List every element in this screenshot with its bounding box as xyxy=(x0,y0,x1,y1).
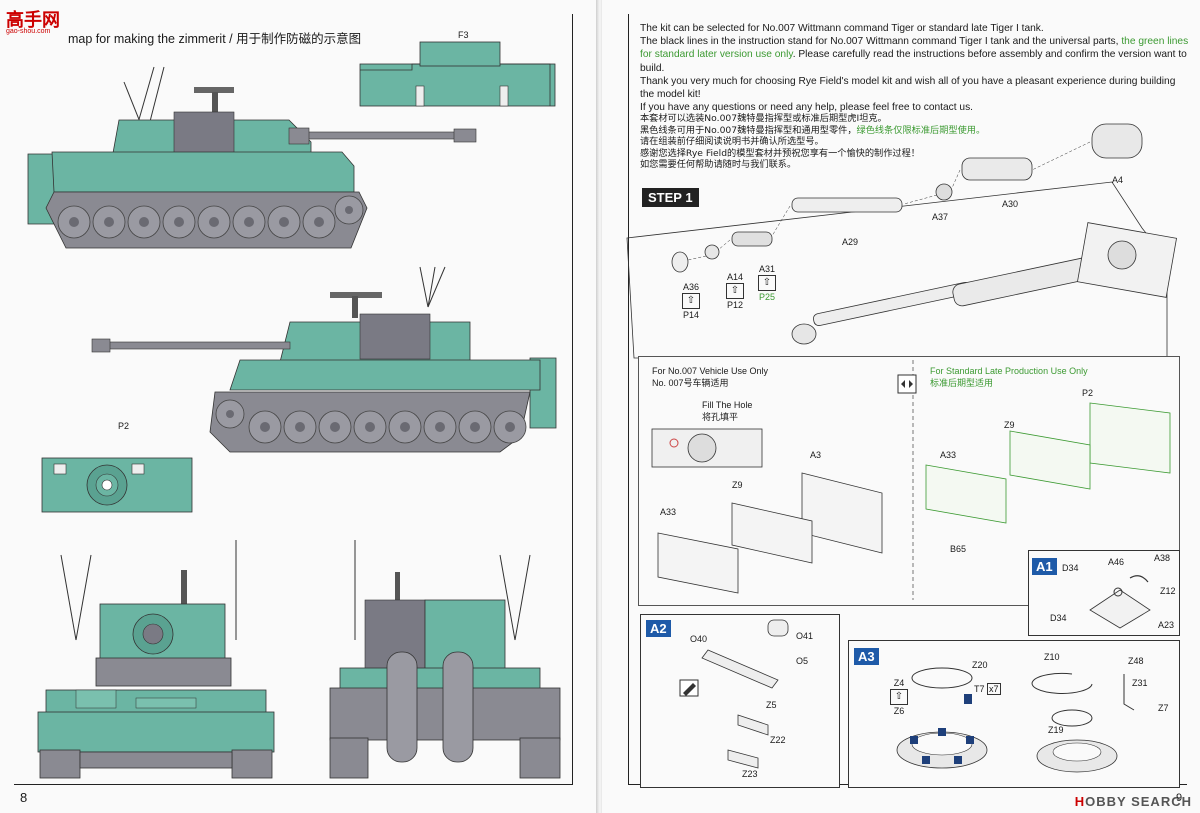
intro-line-2: The black lines in the instruction stand… xyxy=(640,36,1189,74)
label-a3-z31: Z31 xyxy=(1132,678,1148,688)
variant-divider xyxy=(912,360,914,600)
intro-cn-4: 感谢您选择Rye Field的模型套材并预祝您享有一个愉快的制作过程！ xyxy=(640,147,920,159)
part-f3-illustration xyxy=(359,41,556,107)
left-page: 高手网 gao-shou.com map for making the zimm… xyxy=(0,0,598,813)
intro-cn-2: 黑色线条可用于No.007魏特曼指挥型和通用型零件，绿色线条仅限标准后期型使用。 xyxy=(640,124,986,136)
tank-side-view-left xyxy=(91,266,557,453)
intro-cn-3: 请在组装前仔细阅读说明书并确认所选型号。 xyxy=(640,136,824,148)
label-a2-o5: O5 xyxy=(796,656,809,666)
label-a3-t7: T7 x7 xyxy=(974,683,1001,695)
badge-a2: A2 xyxy=(646,620,671,637)
badge-a1: A1 xyxy=(1032,558,1057,575)
step-label: STEP 1 xyxy=(642,188,699,207)
right-page: The kit can be selected for No.007 Wittm… xyxy=(602,0,1200,813)
label-a3-z19: Z19 xyxy=(1048,725,1064,735)
book-gutter xyxy=(596,0,604,813)
label-007-a33: A33 xyxy=(660,507,677,517)
tank-front-view xyxy=(37,540,275,779)
intro-cn-1: 本套材可以选装No.007魏特曼指挥型或标准后期型虎I坦克。 xyxy=(640,113,887,124)
label-a2-o41: O41 xyxy=(796,631,814,641)
label-a2-z23: Z23 xyxy=(742,769,758,779)
label-007-z9: Z9 xyxy=(732,480,743,490)
gun-barrel-diagram xyxy=(626,123,1177,369)
label-a1-d34b: D34 xyxy=(1050,613,1067,623)
a2-parts xyxy=(679,619,789,769)
tank-side-view-right xyxy=(27,66,477,249)
hobby-search-watermark: HOBBY SEARCH xyxy=(1074,794,1192,809)
label-a30: A30 xyxy=(1002,199,1019,209)
label-a37: A37 xyxy=(932,212,949,222)
page-title: map for making the zimmerit / 用于制作防磁的示意图 xyxy=(68,32,362,46)
a3-parts xyxy=(896,667,1135,773)
label-std-p2: P2 xyxy=(1082,388,1094,398)
label-a2-z22: Z22 xyxy=(770,735,786,745)
label-a29: A29 xyxy=(842,237,859,247)
intro-line-1: The kit can be selected for No.007 Wittm… xyxy=(640,23,1044,34)
label-std-z9: Z9 xyxy=(1004,420,1015,430)
label-a1-d34: D34 xyxy=(1062,563,1079,573)
label-a2-z5: Z5 xyxy=(766,700,777,710)
standard-late-parts xyxy=(925,402,1171,524)
label-a4: A4 xyxy=(1112,175,1124,185)
a1-parts xyxy=(1089,575,1151,629)
label-a3-z20: Z20 xyxy=(972,660,988,670)
swap-arrow-icon xyxy=(897,374,917,394)
label-a1-a23: A23 xyxy=(1158,620,1175,630)
ref-a36: A36⇧P14 xyxy=(682,282,700,320)
part-p2-illustration xyxy=(41,457,193,513)
label-a1-a38: A38 xyxy=(1154,553,1171,563)
subassembly-a3 xyxy=(848,640,1180,788)
label-p2: P2 xyxy=(118,421,130,431)
intro-english: The kit can be selected for No.007 Wittm… xyxy=(640,22,1192,114)
watermark-sub: gao-shou.com xyxy=(6,28,51,35)
tank-rear-view xyxy=(329,540,561,779)
ref-a14: A14⇧P12 xyxy=(726,272,744,310)
vehicle-007-parts xyxy=(651,428,883,594)
ref-a31: A31⇧P25 xyxy=(758,264,776,302)
intro-cn-5: 如您需要任何帮助请随时与我们联系。 xyxy=(640,159,797,171)
label-std-b65: B65 xyxy=(950,544,967,554)
intro-line-3: Thank you very much for choosing Rye Fie… xyxy=(640,75,1176,101)
label-a3-z7: Z7 xyxy=(1158,703,1169,713)
label-a1-a46: A46 xyxy=(1108,557,1125,567)
intro-chinese: 本套材可以选装No.007魏特曼指挥型或标准后期型虎I坦克。 黑色线条可用于No… xyxy=(640,113,1192,171)
label-f3: F3 xyxy=(458,30,469,40)
intro-line-4: If you have any questions or need any he… xyxy=(640,102,974,114)
label-a1-z12: Z12 xyxy=(1160,586,1176,596)
ref-z4-z6: Z4⇧Z6 xyxy=(890,678,908,716)
label-a3-z10: Z10 xyxy=(1044,652,1060,662)
label-a3-z48: Z48 xyxy=(1128,656,1144,666)
label-007-a3: A3 xyxy=(810,450,822,460)
right-page-number: 9 xyxy=(1176,792,1183,804)
watermark-logo: 高手网 xyxy=(6,10,60,31)
label-a2-o40: O40 xyxy=(690,634,708,644)
left-page-frame xyxy=(14,14,573,785)
badge-a3: A3 xyxy=(854,648,879,665)
label-std-a33: A33 xyxy=(940,450,957,460)
left-page-number: 8 xyxy=(20,790,28,805)
